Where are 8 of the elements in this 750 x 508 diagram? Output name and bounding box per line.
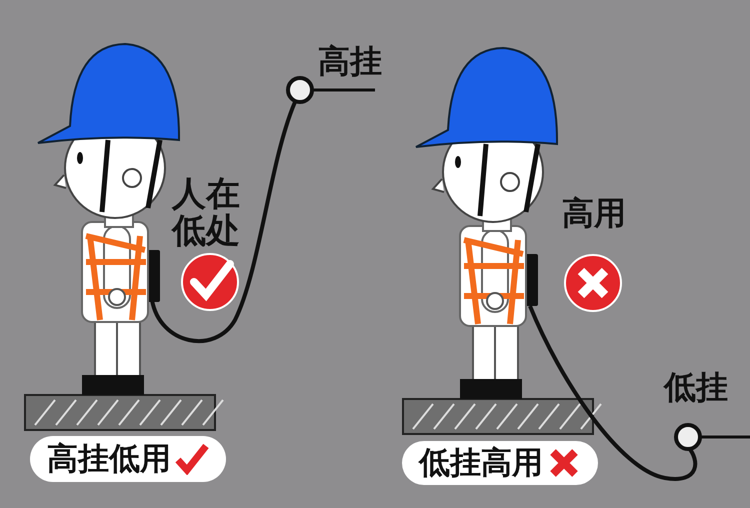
label-pill bbox=[30, 436, 226, 482]
text-label: 人在低处 bbox=[172, 176, 241, 251]
text-label: 高用 bbox=[562, 196, 626, 232]
label-pill bbox=[402, 441, 598, 485]
pill-text: 低挂高用 bbox=[419, 444, 543, 483]
text-label: 低挂 bbox=[664, 370, 728, 406]
text-label: 高挂 bbox=[318, 44, 382, 80]
pill-text: 高挂低用 bbox=[47, 440, 171, 479]
